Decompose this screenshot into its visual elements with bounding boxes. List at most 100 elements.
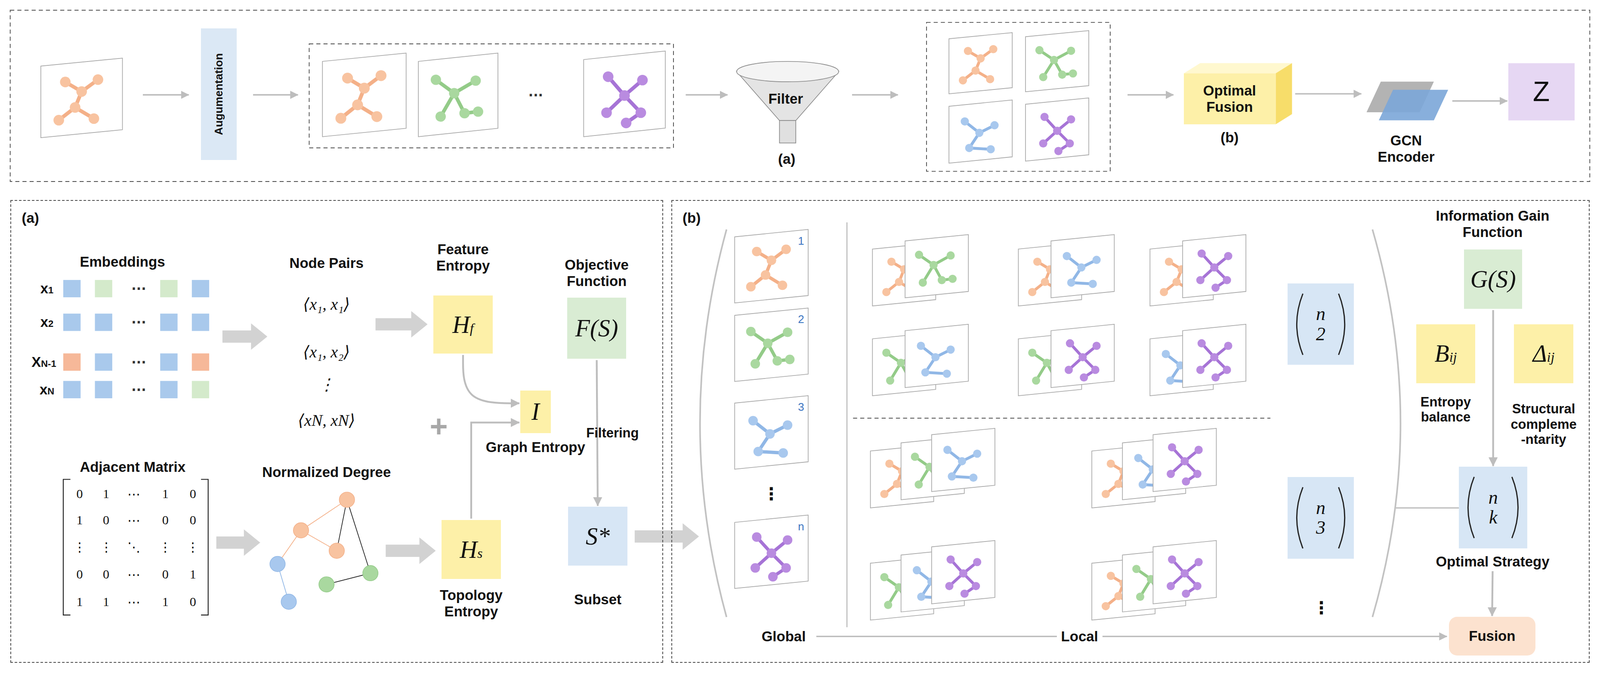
graph-node (762, 338, 773, 349)
graph-node (969, 473, 978, 482)
graph-number: 2 (797, 312, 804, 327)
embedding-cell (160, 313, 178, 331)
row-label: XN-1 (31, 354, 56, 371)
flow-arrow (253, 94, 298, 96)
graph-number: n (797, 519, 804, 534)
graph-node (1067, 278, 1076, 288)
node-text: Bij (1434, 341, 1457, 366)
embedding-cell (95, 313, 113, 331)
graph-node (782, 420, 793, 430)
graph-node (945, 582, 954, 591)
graph-node (1197, 339, 1206, 348)
graph-node (1133, 454, 1143, 463)
graph-frame (948, 32, 1013, 94)
graph-node (1167, 443, 1177, 452)
matrix-cell: 0 (102, 512, 110, 528)
graph-node (960, 589, 969, 599)
graph-node (765, 429, 775, 439)
graph-node (760, 270, 771, 280)
graph-thumbnail (948, 99, 1013, 164)
graph-node (972, 558, 982, 567)
graph-node (1194, 558, 1203, 567)
matrix-cell: 1 (162, 594, 169, 610)
matrix-bracket (200, 479, 209, 615)
graph-node (781, 244, 791, 255)
matrix-cell: ⋮ (186, 539, 200, 555)
output-box: Z (1508, 63, 1575, 121)
gcn-layer (1378, 89, 1448, 121)
graph-node (1058, 70, 1067, 79)
graph-node (1031, 376, 1041, 385)
graph-node (989, 45, 998, 54)
graph-frame (905, 324, 969, 388)
node-text: 3 (1315, 518, 1326, 538)
funnel-cone (736, 71, 839, 121)
graph-frame (1025, 98, 1089, 162)
graph-node (782, 535, 793, 545)
connector (1295, 92, 1362, 95)
node-caption: (a) (21, 210, 39, 227)
graph-node (1092, 341, 1101, 350)
embedding-cell (95, 280, 113, 298)
balance-box: BijEntropy balance (1416, 324, 1476, 384)
graph-node (342, 72, 353, 84)
node-text: F(S) (575, 316, 619, 341)
graph-node (619, 90, 631, 102)
graph-node (768, 572, 778, 582)
graph-node (1159, 287, 1168, 297)
connector (1452, 100, 1508, 102)
graph-thumbnail (1182, 234, 1246, 298)
node-caption: Filter (768, 90, 804, 108)
graph-node (778, 448, 788, 458)
row-label: x2 (40, 314, 54, 331)
graph-node (1194, 445, 1203, 455)
section-label: Node Pairs (289, 255, 364, 272)
graph-node (1091, 365, 1100, 374)
panel: (b)n2n3Information Gain FunctionG(S)BijE… (671, 200, 1590, 664)
embedding-cell (160, 381, 178, 399)
graph-node (637, 74, 649, 86)
graph-node (1039, 73, 1048, 82)
embedding-cell (160, 353, 178, 371)
graph-node (1114, 592, 1123, 601)
graph-node (914, 480, 923, 489)
graph-node (92, 74, 104, 86)
graph-frame (418, 52, 498, 137)
graph-node (1077, 263, 1086, 272)
graph-node (371, 111, 383, 122)
node-text: Hs (460, 537, 483, 563)
graph-node (1164, 257, 1174, 266)
node-text: G(S) (1470, 267, 1517, 292)
connector (596, 360, 598, 507)
graph-node (1068, 69, 1078, 78)
node-text: n (1315, 304, 1326, 325)
graph-thumbnail (948, 32, 1013, 94)
graph-node (1197, 249, 1206, 258)
graph-node (1078, 353, 1087, 362)
graph-frame (1182, 234, 1246, 298)
ellipsis: ··· (131, 281, 146, 297)
node-caption: (b) (1220, 129, 1239, 146)
graph-node (971, 582, 980, 591)
section-label: Global (761, 628, 807, 646)
graph-node (1172, 277, 1181, 287)
graph-node (1223, 341, 1233, 350)
graph-node (358, 82, 370, 94)
graph-node (1166, 582, 1175, 591)
graph-node (1196, 365, 1205, 374)
ellipsis: ··· (528, 87, 544, 103)
node-pair: ⟨x₁, x₁⟩ (302, 294, 350, 314)
graph-node (917, 593, 926, 602)
graph-node (931, 353, 940, 362)
graph-node (990, 121, 999, 130)
matrix-cell: ⋯ (127, 486, 141, 502)
illustration (10, 10, 1591, 637)
binomial-paren (1338, 293, 1345, 355)
subset-box: S*Subset (568, 506, 628, 567)
node-text: k (1488, 507, 1498, 528)
graph-node (985, 74, 995, 84)
block-arrow (216, 529, 261, 557)
graph-node (1039, 139, 1048, 148)
augmented-views-frame (308, 43, 674, 149)
